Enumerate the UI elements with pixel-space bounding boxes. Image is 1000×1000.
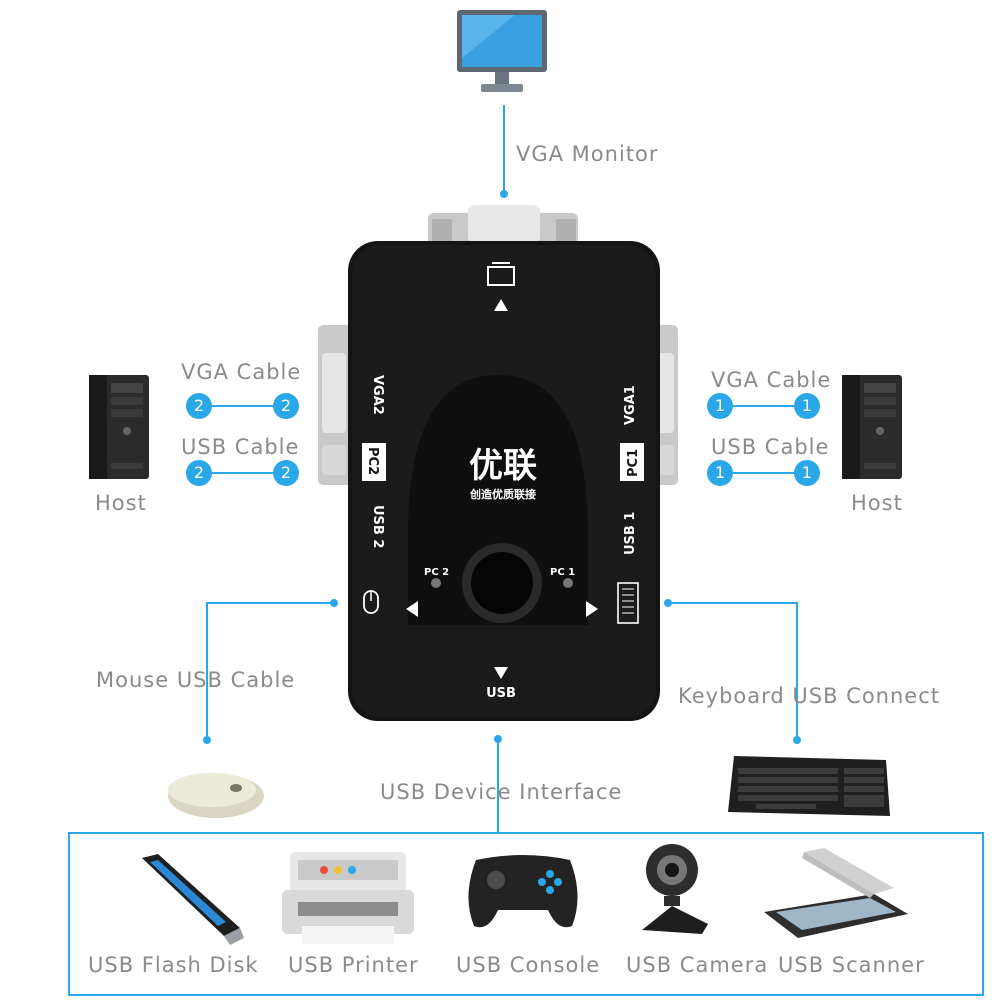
gamepad-icon	[468, 855, 578, 928]
host-right-label: Host	[851, 491, 903, 515]
mouse-connector-line-h	[207, 602, 332, 604]
vga-cable-right-label: VGA Cable	[711, 368, 832, 392]
usb-device-label: USB Camera	[626, 953, 769, 977]
host-computer-right-icon	[842, 375, 902, 479]
flash-disk-icon	[142, 854, 244, 945]
port-badge: 1	[794, 460, 820, 486]
pc1-side-label: PC1	[626, 449, 641, 477]
webcam-icon	[642, 844, 708, 934]
usb1-label: USB 1	[623, 512, 638, 555]
monitor-connector-line	[503, 105, 505, 193]
vga1-label: VGA1	[623, 385, 638, 425]
usb-device-label: USB Flash Disk	[88, 953, 259, 977]
pc2-side-label: PC2	[365, 447, 380, 475]
usb-devices-panel	[68, 832, 984, 996]
vga-cable-left-line	[212, 405, 274, 407]
mouse-usb-cable-label: Mouse USB Cable	[96, 668, 296, 692]
mouse-connector-line-v	[206, 602, 208, 739]
usb-device-label: USB Printer	[288, 953, 419, 977]
usb-device-label: USB Scanner	[778, 953, 925, 977]
pc2-led-label: PC 2	[424, 567, 449, 578]
vga-cable-left-label: VGA Cable	[181, 360, 302, 384]
usb-cable-left-label: USB Cable	[181, 435, 300, 459]
mouse-connector-dot	[330, 599, 338, 607]
usb2-label: USB 2	[370, 505, 385, 548]
port-badge: 2	[273, 393, 299, 419]
vga-monitor-label: VGA Monitor	[516, 142, 659, 166]
host-computer-left-icon	[89, 375, 149, 479]
scanner-icon	[764, 848, 908, 938]
kvm-switch-device: VGA2 PC2 USB 2 VGA1 PC1 USB 1 优联 创造优质联接 …	[318, 205, 678, 721]
usb-device-interface-label: USB Device Interface	[380, 780, 623, 804]
host-left-label: Host	[95, 491, 147, 515]
port-badge: 1	[707, 393, 733, 419]
port-badge: 1	[707, 460, 733, 486]
mouse-connector-end-dot	[203, 736, 211, 744]
keyboard-icon	[728, 756, 890, 816]
usb-device-label: USB Console	[456, 953, 601, 977]
usb-cable-left-line	[212, 472, 274, 474]
brand-logo: 优联	[469, 446, 537, 486]
vga2-label: VGA2	[370, 375, 385, 415]
port-badge: 2	[186, 393, 212, 419]
monitor-icon	[457, 10, 547, 92]
keyboard-connector-end-dot	[793, 736, 801, 744]
vga-cable-right-line	[733, 405, 795, 407]
pc1-led-label: PC 1	[550, 567, 575, 578]
mouse-icon	[168, 773, 264, 818]
usb-cable-right-line	[733, 472, 795, 474]
keyboard-usb-connect-label: Keyboard USB Connect	[678, 684, 941, 708]
usb-cable-right-label: USB Cable	[711, 435, 830, 459]
usb-interface-connector-line	[497, 739, 499, 833]
monitor-connector-dot	[500, 190, 508, 198]
keyboard-connector-line-h	[668, 602, 798, 604]
usb-bottom-label: USB	[486, 686, 516, 701]
brand-subtitle: 创造优质联接	[469, 487, 536, 501]
printer-icon	[282, 852, 414, 944]
port-badge: 1	[794, 393, 820, 419]
port-badge: 2	[273, 460, 299, 486]
port-badge: 2	[186, 460, 212, 486]
keyboard-connector-line-v	[796, 602, 798, 739]
